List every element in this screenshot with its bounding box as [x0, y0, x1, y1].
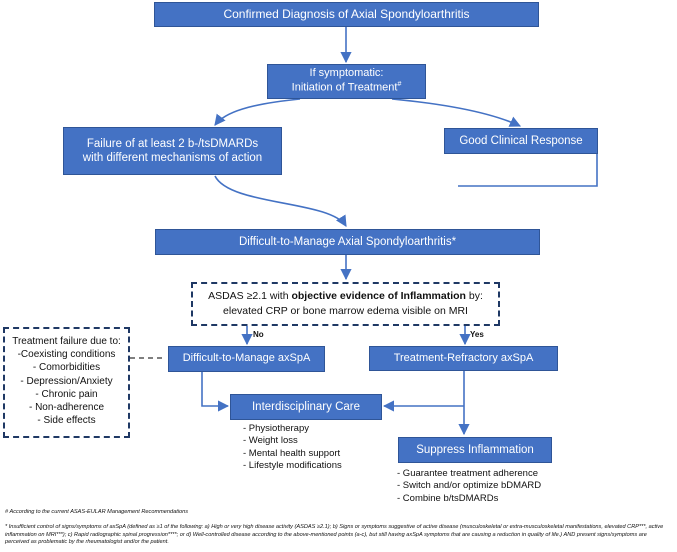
- diagnosis-label: Confirmed Diagnosis of Axial Spondyloart…: [223, 7, 470, 21]
- care-list: - Physiotherapy - Weight loss - Mental h…: [243, 423, 342, 472]
- treatment-failure-item: - Depression/Anxiety: [20, 375, 113, 387]
- suppress-box: Suppress Inflammation: [398, 437, 552, 463]
- refractory-box: Treatment-Refractory axSpA: [369, 346, 558, 371]
- treatment-failure-item: -Coexisting conditions: [17, 349, 116, 361]
- asdas-line1-prefix: ASDAS ≥2.1 with: [208, 290, 292, 302]
- good-response-box: Good Clinical Response: [444, 128, 598, 154]
- treatment-failure-title: Treatment failure due to:: [12, 336, 121, 347]
- care-item: - Lifestyle modifications: [243, 460, 342, 472]
- footnote-hash: # According to the current ASAS-EULAR Ma…: [5, 509, 189, 515]
- branch-label-no: No: [253, 330, 264, 339]
- treatment-failure-item: - Comorbidities: [32, 362, 101, 374]
- edge-initiation-failure: [214, 98, 301, 126]
- treatment-failure-item: - Chronic pain: [35, 388, 98, 400]
- asdas-line2: elevated CRP or bone marrow edema visibl…: [223, 305, 468, 318]
- asdas-line1-bold: objective evidence of Inflammation: [291, 290, 466, 302]
- asdas-line1-suffix: by:: [465, 290, 483, 302]
- interdisciplinary-box: Interdisciplinary Care: [230, 394, 382, 420]
- care-item: - Weight loss: [243, 435, 298, 447]
- footnote-star: * Insufficient control of signs/symptoms…: [5, 524, 664, 546]
- diagnosis-box: Confirmed Diagnosis of Axial Spondyloart…: [154, 2, 539, 27]
- initiation-footnote-mark: #: [397, 81, 402, 89]
- treatment-failure-box: Treatment failure due to: -Coexisting co…: [3, 327, 130, 438]
- treatment-failure-item: - Non-adherence: [28, 401, 105, 413]
- d2m-label: Difficult-to-Manage Axial Spondyloarthri…: [238, 235, 457, 248]
- interdisciplinary-label: Interdisciplinary Care: [251, 400, 360, 413]
- suppress-item: - Switch and/or optimize bDMARD: [397, 480, 542, 492]
- good-response-label: Good Clinical Response: [459, 134, 583, 147]
- failure-label-line2: with different mechanisms of action: [82, 152, 263, 164]
- treatment-failure-item: - Side effects: [37, 415, 96, 427]
- suppress-item: - Guarantee treatment adherence: [397, 468, 539, 479]
- d2m-short-box: Difficult-to-Manage axSpA: [168, 346, 325, 372]
- initiation-label-line2-wrap: Initiation of Treatment#: [292, 81, 402, 95]
- edge-initiation-good: [391, 98, 522, 127]
- initiation-box: If symptomatic: Initiation of Treatment#: [267, 64, 426, 99]
- asdas-box: ASDAS ≥2.1 with objective evidence of In…: [191, 282, 500, 326]
- failure-label-line1: Failure of at least 2 b-/tsDMARDs: [86, 137, 259, 150]
- d2m-short-label: Difficult-to-Manage axSpA: [182, 352, 311, 365]
- initiation-label-line1: If symptomatic:: [309, 67, 384, 80]
- asdas-line1: ASDAS ≥2.1 with objective evidence of In…: [193, 289, 498, 304]
- edge-d2m-care: [201, 372, 230, 412]
- refractory-label: Treatment-Refractory axSpA: [393, 351, 534, 364]
- d2m-box: Difficult-to-Manage Axial Spondyloarthri…: [155, 229, 540, 255]
- suppress-item: - Combine b/tsDMARDs: [397, 492, 499, 504]
- edge-failure-d2m: [214, 175, 347, 227]
- care-item: - Mental health support: [243, 447, 341, 459]
- suppress-list: - Guarantee treatment adherence - Switch…: [397, 468, 541, 505]
- edge-good-loop: [458, 150, 598, 187]
- failure-box: Failure of at least 2 b-/tsDMARDs with d…: [63, 127, 282, 175]
- branch-label-yes: Yes: [470, 330, 484, 339]
- care-item: - Physiotherapy: [243, 423, 310, 434]
- initiation-label-line2: Initiation of Treatment: [291, 81, 398, 94]
- suppress-label: Suppress Inflammation: [416, 443, 534, 456]
